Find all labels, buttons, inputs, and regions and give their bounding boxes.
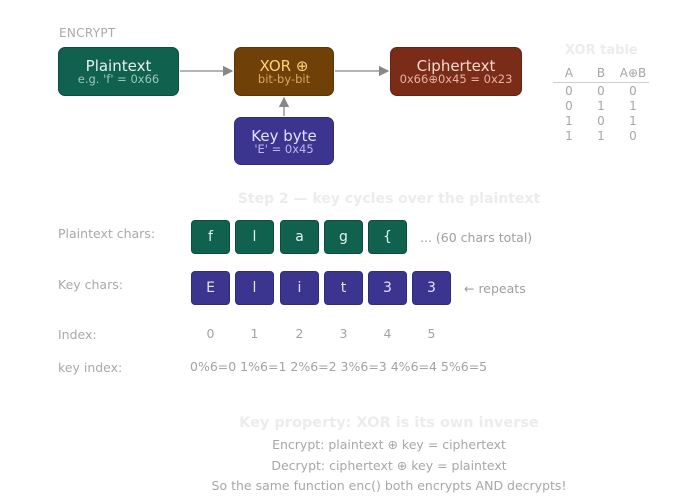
xor-table-cell: 1 [565,128,573,143]
key-char-cell: E [191,271,230,305]
plaintext-char-cell: f [191,220,230,254]
ciphertext-box-title: Ciphertext [416,57,496,75]
xor-box: XOR ⊕ bit-by-bit [234,47,334,96]
xor-table-header-a: A [564,66,574,80]
key-byte-box-title: Key byte [251,126,317,145]
plaintext-char-cell: g [324,220,363,254]
key-property-conclusion-line: So the same function enc() both encrypts… [211,478,567,493]
xor-table-cell: 1 [597,128,605,143]
xor-table-cell: 1 [629,98,637,113]
ciphertext-box: Ciphertext 0x66⊕0x45 = 0x23 [390,47,522,96]
key-index-values: 0%6=0 1%6=1 2%6=2 3%6=3 4%6=4 5%6=5 [190,359,488,374]
plaintext-char-cell: a [280,220,319,254]
index-value: 5 [427,326,436,341]
plaintext-box: Plaintext e.g. 'f' = 0x66 [58,47,179,96]
key-index-label: key index: [58,360,123,375]
xor-table-cell: 0 [565,98,573,113]
index-value: 4 [383,326,392,341]
plaintext-chars-label: Plaintext chars: [58,226,156,241]
xor-table-row: 0 0 0 [553,83,649,99]
xor-table: A B A⊕B 0 0 0 0 1 1 1 0 1 1 1 0 [553,64,649,143]
xor-table-cell: 1 [597,98,605,113]
key-char-cell: t [324,271,363,305]
xor-table-header: A B A⊕B [553,64,649,83]
key-char-cell: 3 [412,271,451,305]
xor-table-title: XOR table [565,43,638,58]
xor-table-row: 0 1 1 [553,98,649,113]
key-property-title: Key property: XOR is its own inverse [239,415,539,431]
key-char-cell: i [280,271,319,305]
key-property-encrypt-line: Encrypt: plaintext ⊕ key = ciphertext [272,437,506,452]
key-chars-label: Key chars: [58,277,123,292]
xor-table-row: 1 1 0 [553,128,649,143]
index-label: Index: [58,327,97,342]
xor-table-cell: 1 [629,113,637,128]
key-char-cell: l [235,271,274,305]
key-property-decrypt-line: Decrypt: ciphertext ⊕ key = plaintext [271,458,507,473]
step2-title: Step 2 — key cycles over the plaintext [237,191,541,207]
plaintext-box-title: Plaintext [85,57,152,75]
index-value: 3 [339,326,348,341]
plaintext-char-cell: l [235,220,274,254]
section-label: ENCRYPT [59,26,116,40]
key-byte-box-example: 'E' = 0x45 [254,141,314,156]
xor-table-cell: 1 [565,113,573,128]
key-repeats-note: ← repeats [464,281,526,296]
xor-table-cell: 0 [597,113,605,128]
plaintext-char-cell: { [368,220,407,254]
xor-table-row: 1 0 1 [553,113,649,128]
xor-table-cell: 0 [629,128,637,143]
xor-table-header-result: A⊕B [619,66,647,80]
xor-table-cell: 0 [629,83,637,98]
index-value: 1 [250,326,259,341]
ciphertext-box-example: 0x66⊕0x45 = 0x23 [399,72,513,86]
index-value: 2 [295,326,304,341]
xor-box-sub: bit-by-bit [257,72,311,86]
xor-box-title: XOR ⊕ [259,57,309,75]
plaintext-total-note: ... (60 chars total) [420,230,533,245]
xor-table-cell: 0 [565,83,573,98]
key-byte-box: Key byte 'E' = 0x45 [234,117,334,165]
xor-table-cell: 0 [597,83,605,98]
plaintext-box-example: e.g. 'f' = 0x66 [77,72,160,86]
xor-table-header-b: B [596,66,606,80]
key-char-cell: 3 [368,271,407,305]
index-value: 0 [206,326,215,341]
